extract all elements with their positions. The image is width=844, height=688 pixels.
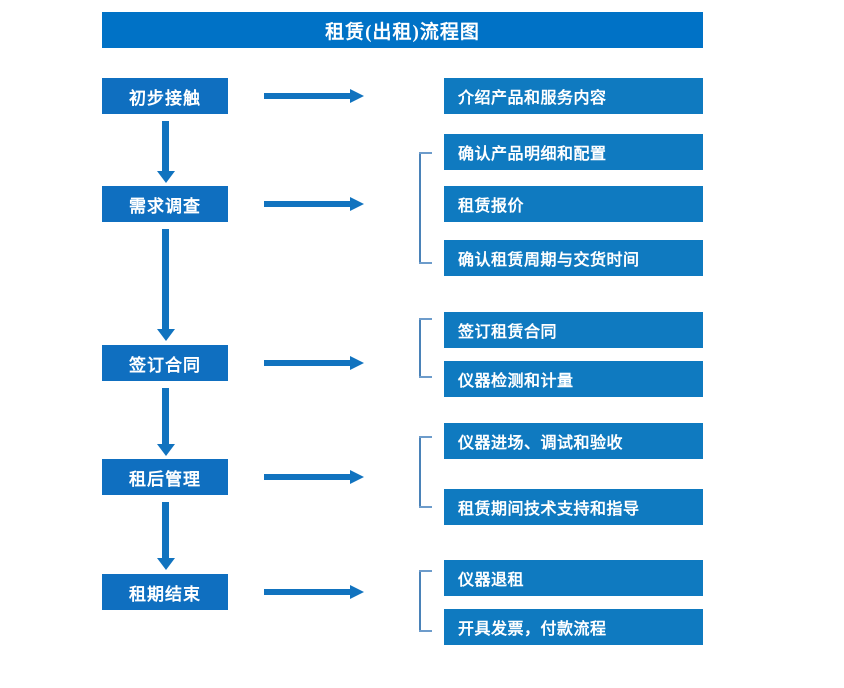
bracket-icon-post-rental-group: [419, 436, 432, 508]
detail-label: 租赁期间技术支持和指导: [458, 501, 640, 518]
right-arrow-icon-demand-survey: [264, 197, 364, 211]
stage-box-post-rental-management[interactable]: 租后管理: [102, 459, 228, 495]
stage-box-demand-survey[interactable]: 需求调查: [102, 186, 228, 222]
right-arrow-icon-lease-end: [264, 585, 364, 599]
detail-label: 仪器退租: [458, 572, 525, 589]
detail-box-rental-quotation[interactable]: 租赁报价: [444, 186, 703, 222]
stage-box-lease-end[interactable]: 租期结束: [102, 574, 228, 610]
bracket-icon-demand-survey-group: [419, 152, 432, 264]
stage-label: 签订合同: [129, 355, 201, 375]
detail-label: 仪器检测和计量: [458, 373, 574, 390]
detail-box-technical-support[interactable]: 租赁期间技术支持和指导: [444, 489, 703, 525]
stage-box-sign-contract[interactable]: 签订合同: [102, 345, 228, 381]
detail-box-instrument-installation[interactable]: 仪器进场、调试和验收: [444, 423, 703, 459]
diagram-title-bar: 租赁(出租)流程图: [102, 12, 703, 48]
down-arrow-icon-contact-to-survey: [155, 121, 175, 183]
detail-label: 签订租赁合同: [458, 324, 558, 341]
detail-box-invoice-payment[interactable]: 开具发票，付款流程: [444, 609, 703, 645]
diagram-title: 租赁(出租)流程图: [325, 21, 480, 43]
right-arrow-icon-sign-contract: [264, 356, 364, 370]
detail-box-instrument-inspection[interactable]: 仪器检测和计量: [444, 361, 703, 397]
down-arrow-icon-management-to-lease-end: [155, 502, 175, 570]
stage-label: 租后管理: [129, 469, 201, 489]
stage-label: 租期结束: [129, 584, 201, 604]
detail-box-instrument-return[interactable]: 仪器退租: [444, 560, 703, 596]
detail-box-introduce-products[interactable]: 介绍产品和服务内容: [444, 78, 703, 114]
detail-label: 租赁报价: [458, 198, 525, 215]
detail-label: 确认产品明细和配置: [458, 146, 607, 163]
right-arrow-icon-post-rental-management: [264, 470, 364, 484]
down-arrow-icon-survey-to-contract: [155, 229, 175, 341]
detail-label: 确认租赁周期与交货时间: [458, 252, 640, 269]
bracket-icon-sign-contract-group: [419, 318, 432, 378]
stage-label: 初步接触: [129, 88, 201, 108]
detail-label: 仪器进场、调试和验收: [458, 435, 624, 452]
bracket-icon-lease-end-group: [419, 570, 432, 632]
right-arrow-icon-initial-contact: [264, 89, 364, 103]
detail-label: 开具发票，付款流程: [458, 621, 607, 638]
detail-box-sign-lease-agreement[interactable]: 签订租赁合同: [444, 312, 703, 348]
detail-box-confirm-lease-period[interactable]: 确认租赁周期与交货时间: [444, 240, 703, 276]
detail-box-confirm-product-spec[interactable]: 确认产品明细和配置: [444, 134, 703, 170]
stage-box-initial-contact[interactable]: 初步接触: [102, 78, 228, 114]
detail-label: 介绍产品和服务内容: [458, 90, 607, 107]
down-arrow-icon-contract-to-management: [155, 388, 175, 456]
stage-label: 需求调查: [129, 196, 201, 216]
